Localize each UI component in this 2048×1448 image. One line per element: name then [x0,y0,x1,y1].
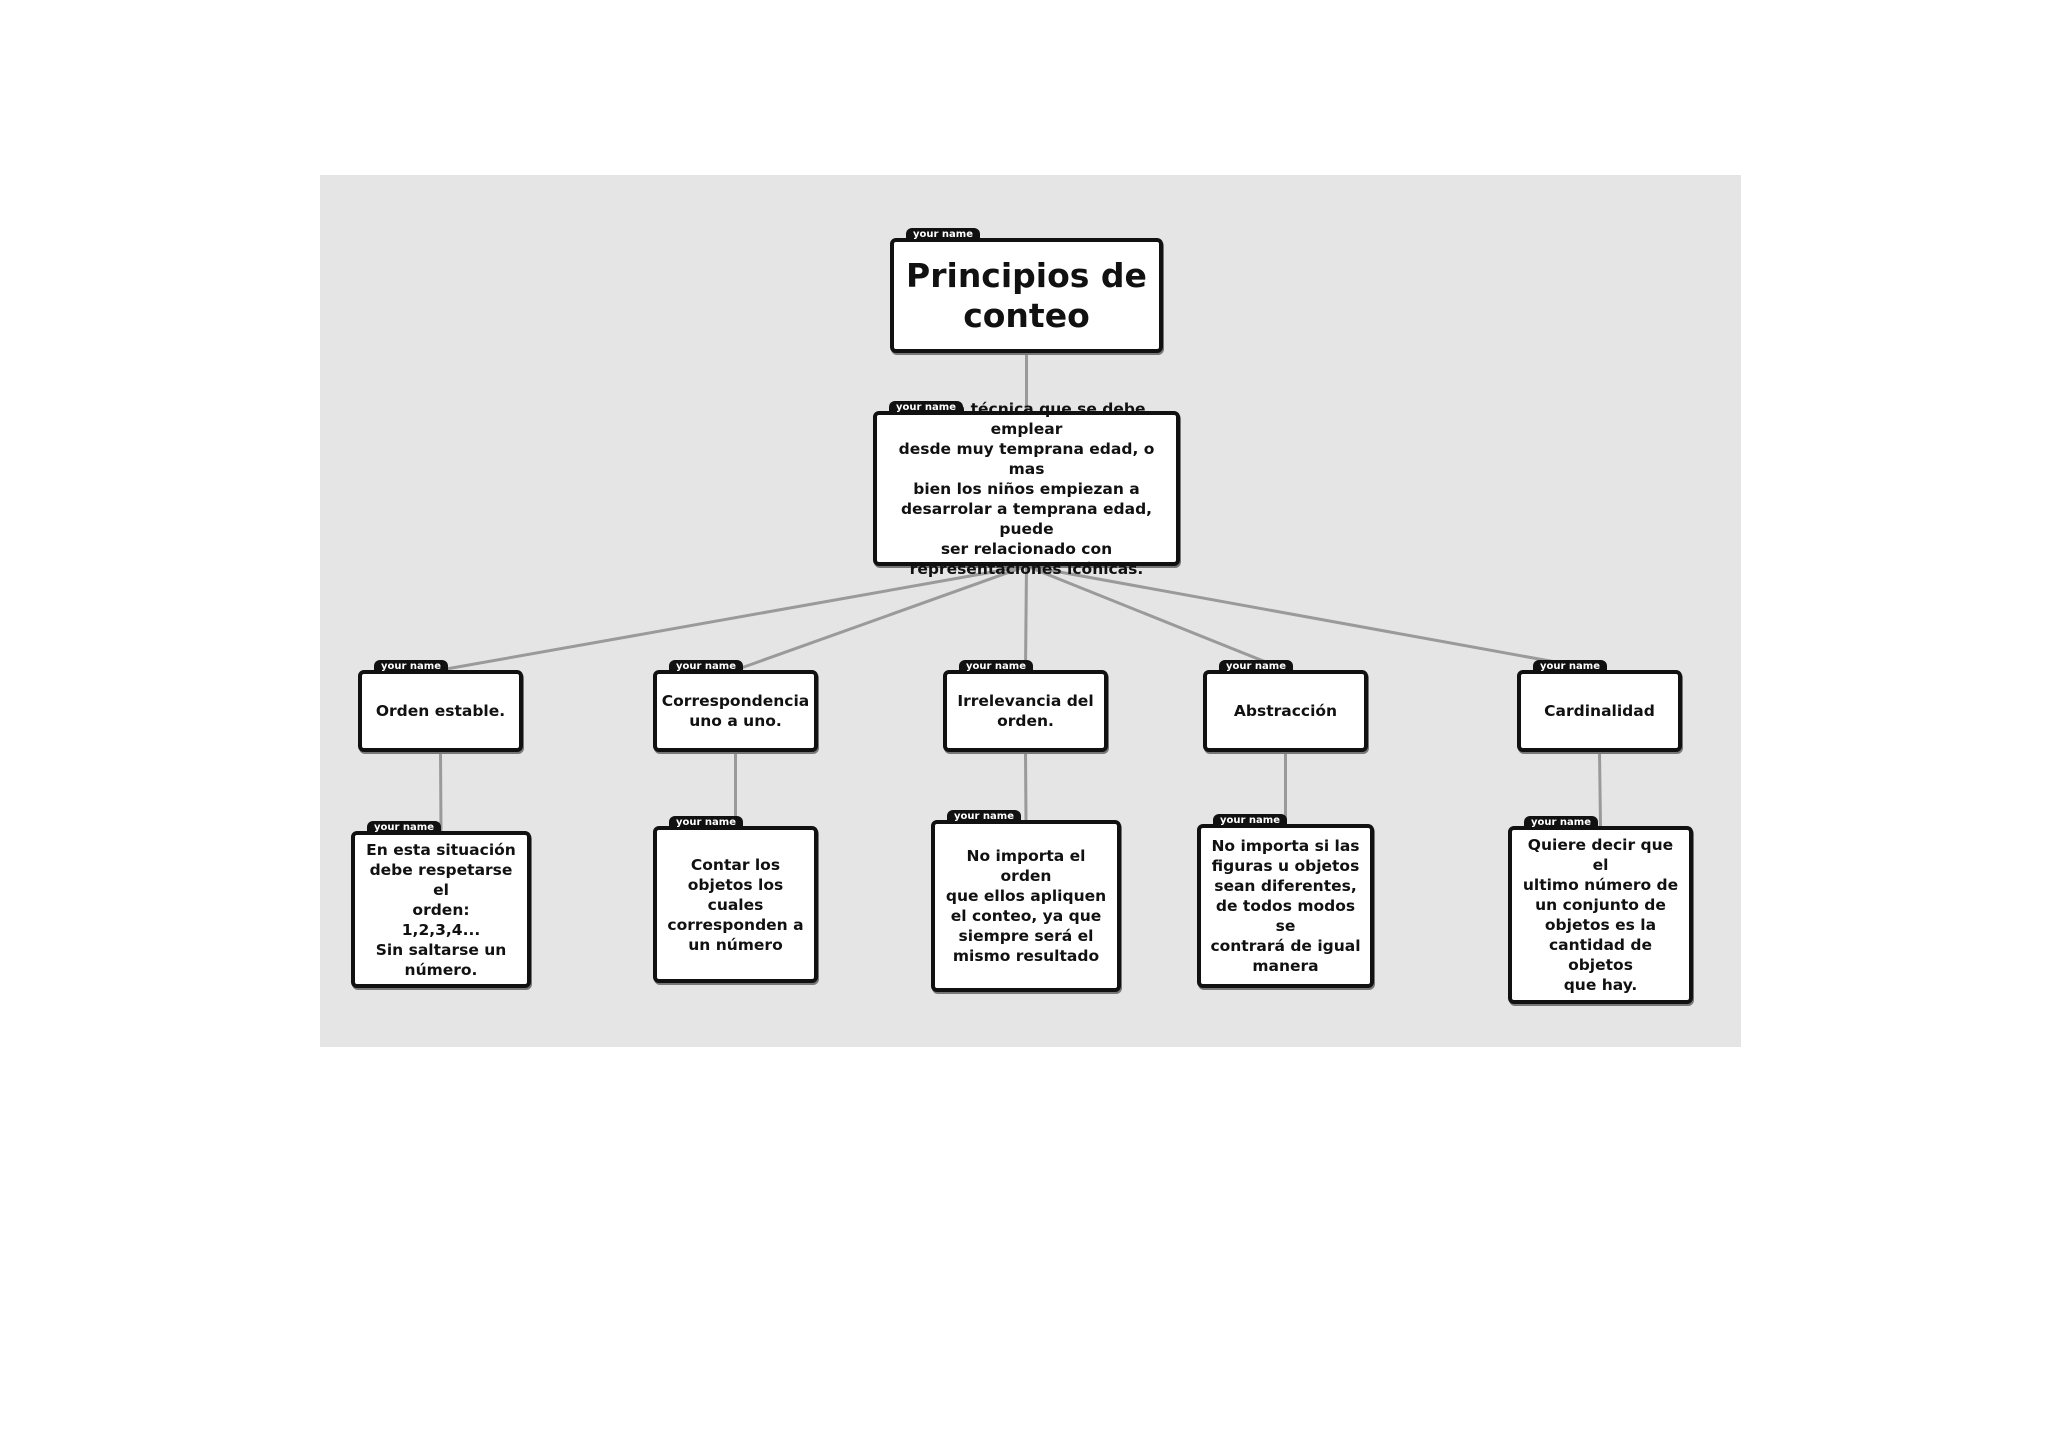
node-text: Correspondencia uno a uno. [661,692,810,730]
node-abst-d[interactable]: your name No importa si las figuras u obj… [1197,814,1374,988]
edge-desc-orden [440,564,1027,672]
author-tag: your name [669,816,743,830]
author-tag: your name [947,810,1021,824]
node-text: Abstracción [1233,702,1338,720]
author-tag: your name [669,660,743,674]
node-irre-d[interactable]: your name No importa el orden que ellos a… [931,810,1121,992]
author-tag: your name [1533,660,1607,674]
edge-desc-card [1026,564,1600,672]
node-text: Orden estable. [375,702,506,720]
author-tag: your name [374,660,448,674]
edge-desc-corr [734,564,1028,672]
node-text: Irrelevancia del orden. [957,692,1094,730]
author-tag: your name [889,401,963,415]
node-text: Cardinalidad [1544,702,1655,720]
author-tag: your name [1219,660,1293,674]
author-tag: your name [959,660,1033,674]
connector-lines [439,353,1602,832]
edge-card-card_d [1598,751,1602,827]
node-text: Principios de conteo [906,255,1147,335]
author-tag: your name [367,821,441,835]
author-tag: your name [1524,816,1598,830]
node-orden-d[interactable]: your name En esta situación debe respetar… [351,821,531,988]
node-text: No importa si las figuras u objetos sean… [1210,837,1361,975]
edge-irre-irre_d [1024,751,1028,821]
node-text: Contar los objetos los cuales correspond… [667,855,804,954]
author-tag: your name [906,228,980,242]
node-text: En esta situación debe respetarse el ord… [366,840,516,979]
node-desc[interactable]: your nameEs una técnica que se debe empl… [873,400,1180,578]
author-tag: your name [1213,814,1287,828]
edge-desc-irre [1024,565,1028,671]
node-text: No importa el orden que ellos apliquen e… [945,847,1107,965]
node-text: Es una técnica que se debe emplear desde… [898,399,1155,578]
node-text: Quiere decir que el ultimo número de un … [1522,836,1679,994]
edge-desc-abst [1025,564,1287,672]
edge-orden-orden_d [439,751,443,832]
